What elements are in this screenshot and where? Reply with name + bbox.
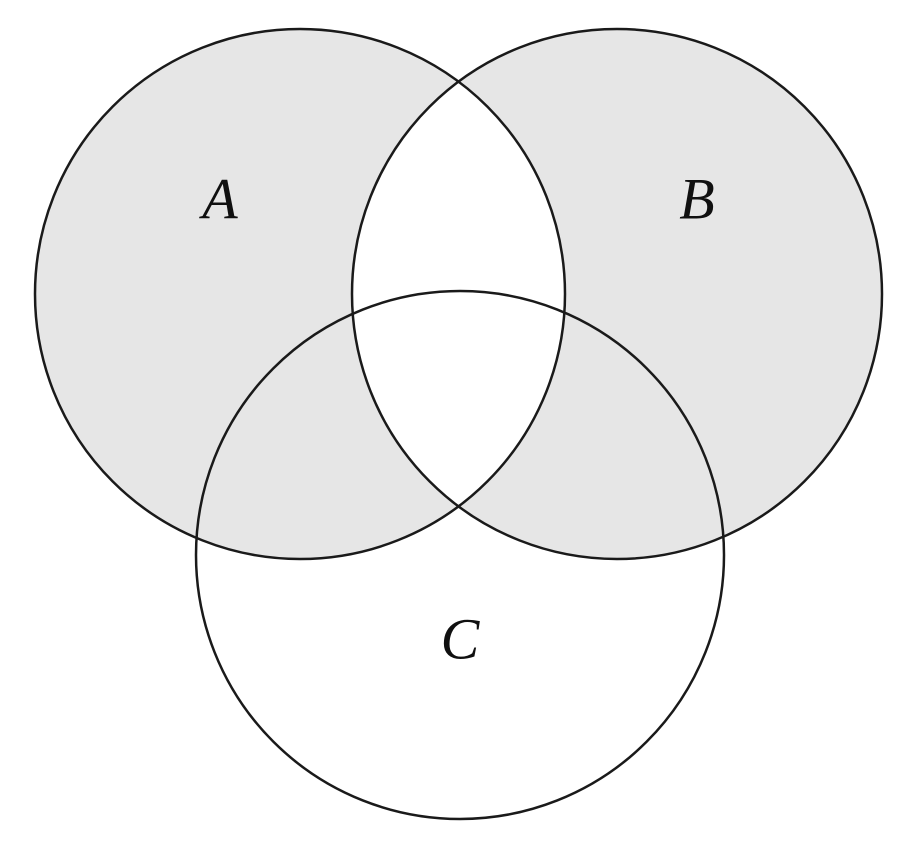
set-label-b: B: [679, 166, 714, 231]
set-circle-a[interactable]: [33, 27, 567, 561]
set-label-c: C: [441, 606, 481, 671]
set-circle-b[interactable]: [350, 27, 884, 561]
set-circle-c[interactable]: [194, 289, 726, 821]
set-label-a: A: [198, 166, 238, 231]
